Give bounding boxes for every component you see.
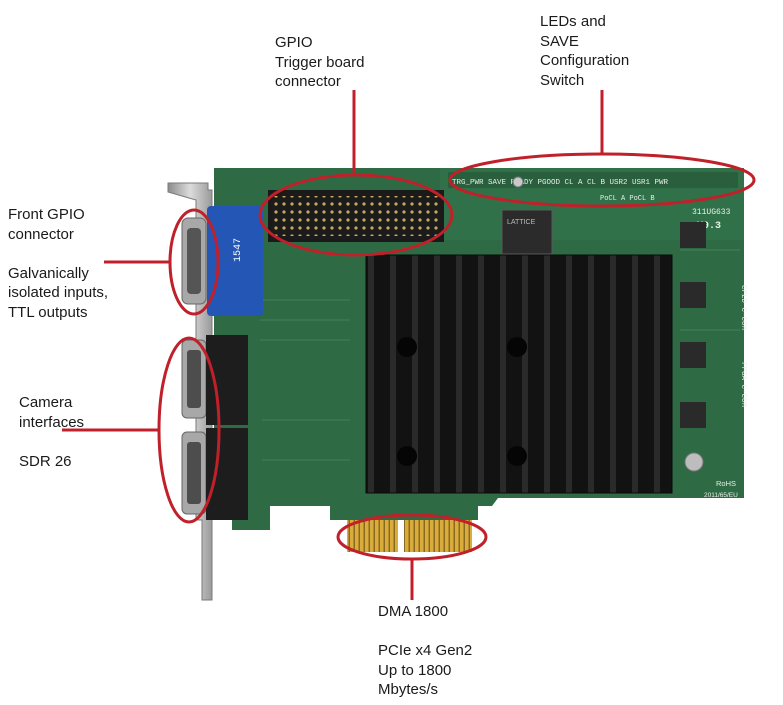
rohs-label: RoHS	[716, 479, 736, 488]
led-row: TRG_PWR SAVE READY PGOOD CL A CL B USR2 …	[448, 172, 738, 203]
led-row-labels: TRG_PWR SAVE READY PGOOD CL A CL B USR2 …	[452, 179, 669, 187]
dma-callout-label: DMA 1800 PCIe x4 Gen2 Up to 1800 Mbytes/…	[378, 603, 473, 698]
heatsink	[365, 254, 673, 494]
capacitor	[684, 452, 704, 472]
callouts	[62, 90, 756, 600]
lattice-chip: LATTICE	[501, 209, 553, 255]
board-version: V0.3	[697, 221, 721, 232]
pcie-gold-fingers	[347, 520, 472, 552]
vga-mark: 1547	[233, 238, 244, 262]
gpio-callout-ellipse	[258, 173, 454, 257]
front-gpio-connector: 1547	[181, 206, 263, 316]
eu-directive-label: 2011/65/EU	[704, 492, 738, 499]
camera-callout-label: Camera interfaces SDR 26	[19, 394, 85, 470]
save-switch	[512, 176, 524, 188]
power-chips	[680, 222, 706, 428]
leds-callout-label: LEDs and SAVE Configuration Switch	[540, 13, 630, 89]
gpio-header	[268, 190, 444, 242]
part-number: 311UG633	[692, 208, 731, 217]
gpio-callout-label: GPIO Trigger board connector	[275, 34, 365, 90]
camera-connector-bottom	[181, 428, 248, 520]
cpld-label: CPLD C-COM	[739, 285, 747, 331]
chip-brand: LATTICE	[507, 219, 536, 226]
pocl-labels: PoCL A PoCL B	[600, 195, 655, 203]
fpga-label: FPGA C-COM	[739, 362, 747, 408]
front-gpio-callout-label: Front GPIO connector Galvanically isolat…	[8, 206, 109, 321]
